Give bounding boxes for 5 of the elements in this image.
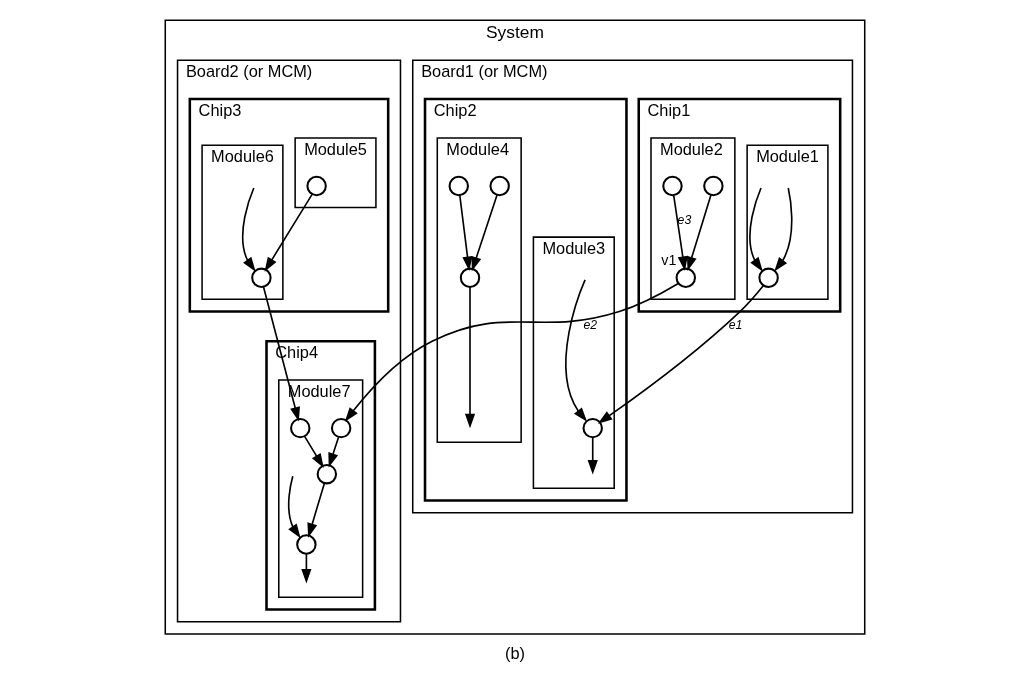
edge-label: e2 bbox=[583, 317, 597, 332]
node-label: v1 bbox=[660, 251, 676, 268]
caption: (b) bbox=[504, 644, 525, 663]
edge-label: e1 bbox=[728, 317, 742, 332]
edge-label: e3 bbox=[677, 213, 691, 228]
